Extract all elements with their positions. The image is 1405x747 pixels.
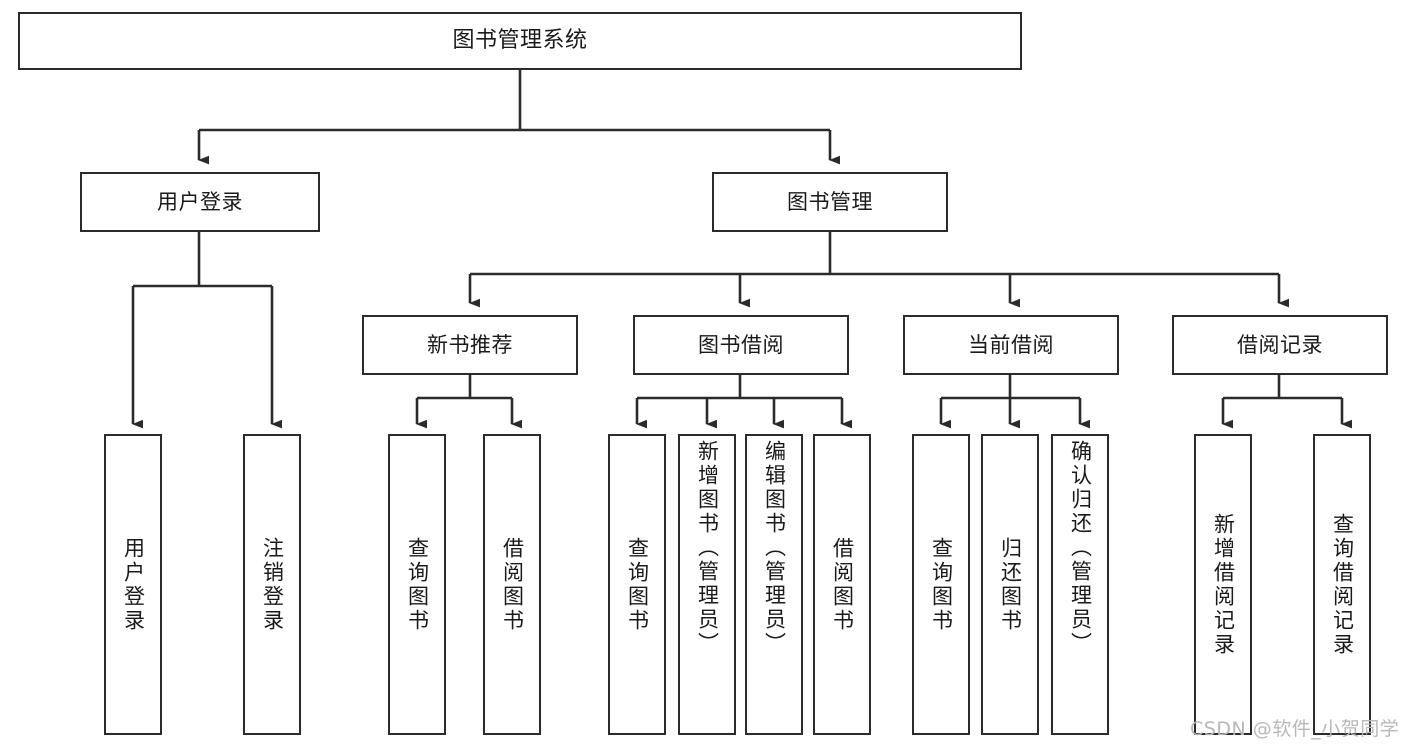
node-label: 借阅图书 bbox=[830, 536, 855, 633]
leaf-new-book-query-book[interactable]: 查询图书 bbox=[388, 434, 446, 735]
leaf-user-login-signin[interactable]: 用户登录 bbox=[104, 434, 162, 735]
node-label: 当前借阅 bbox=[968, 332, 1054, 357]
leaf-current-borrow-return-book[interactable]: 归还图书 bbox=[981, 434, 1039, 735]
leaf-book-borrow-query-book[interactable]: 查询图书 bbox=[608, 434, 666, 735]
node-label: 新增图书（管理员） bbox=[695, 440, 720, 656]
leaf-current-borrow-query-book[interactable]: 查询图书 bbox=[912, 434, 970, 735]
node-label: 图书管理 bbox=[787, 189, 873, 214]
leaf-user-login-signout[interactable]: 注销登录 bbox=[243, 434, 301, 735]
node-label: 新书推荐 bbox=[427, 332, 513, 357]
leaf-borrow-record-query-record[interactable]: 查询借阅记录 bbox=[1313, 434, 1371, 735]
node-current-borrow[interactable]: 当前借阅 bbox=[903, 315, 1119, 375]
node-book-borrow[interactable]: 图书借阅 bbox=[633, 315, 849, 375]
node-label: 查询借阅记录 bbox=[1330, 512, 1355, 657]
node-label: 借阅图书 bbox=[500, 536, 525, 633]
node-label: 确认归还（管理员） bbox=[1068, 440, 1093, 656]
node-label: 编辑图书（管理员） bbox=[762, 440, 787, 656]
node-root-book-management-system[interactable]: 图书管理系统 bbox=[18, 12, 1022, 70]
leaf-book-borrow-edit-book-admin[interactable]: 编辑图书（管理员） bbox=[745, 434, 803, 735]
node-label: 归还图书 bbox=[998, 536, 1023, 633]
node-label: 用户登录 bbox=[121, 536, 146, 633]
leaf-new-book-borrow-book[interactable]: 借阅图书 bbox=[483, 434, 541, 735]
node-book-management[interactable]: 图书管理 bbox=[712, 172, 948, 232]
leaf-current-borrow-confirm-return-admin[interactable]: 确认归还（管理员） bbox=[1051, 434, 1109, 735]
node-label: 新增借阅记录 bbox=[1211, 512, 1236, 657]
leaf-book-borrow-add-book-admin[interactable]: 新增图书（管理员） bbox=[678, 434, 736, 735]
node-label: 查询图书 bbox=[625, 536, 650, 633]
node-user-login[interactable]: 用户登录 bbox=[80, 172, 320, 232]
leaf-book-borrow-borrow-book[interactable]: 借阅图书 bbox=[813, 434, 871, 735]
node-label: 图书管理系统 bbox=[452, 28, 588, 54]
node-label: 图书借阅 bbox=[698, 332, 784, 357]
node-label: 查询图书 bbox=[405, 536, 430, 633]
node-label: 用户登录 bbox=[157, 189, 243, 214]
leaf-borrow-record-add-record[interactable]: 新增借阅记录 bbox=[1194, 434, 1252, 735]
node-new-book-recommend[interactable]: 新书推荐 bbox=[362, 315, 578, 375]
node-label: 借阅记录 bbox=[1237, 332, 1323, 357]
node-borrow-record[interactable]: 借阅记录 bbox=[1172, 315, 1388, 375]
node-label: 注销登录 bbox=[260, 536, 285, 633]
node-label: 查询图书 bbox=[929, 536, 954, 633]
